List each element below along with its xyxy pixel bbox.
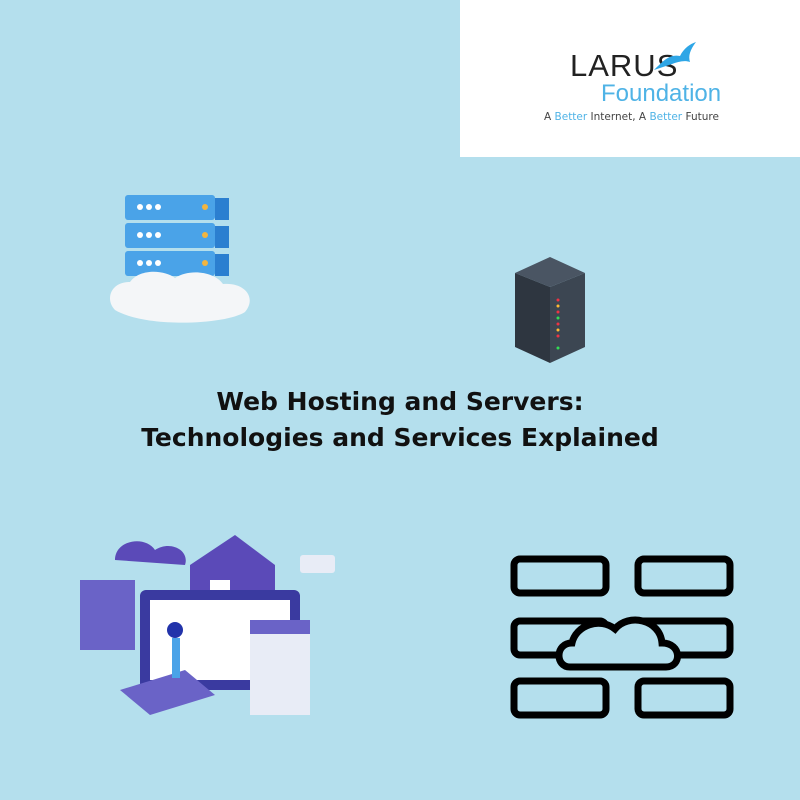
server-rack-illustration <box>515 257 585 363</box>
cloud-server-outline-icon <box>510 555 734 719</box>
web-hosting-illustration <box>80 535 335 715</box>
logo-tagline: A Better Internet, A Better Future <box>544 111 719 123</box>
logo-panel <box>460 0 800 157</box>
bird-logo-icon <box>654 42 696 70</box>
cloud-server-illustration <box>110 195 250 323</box>
page-title: Web Hosting and Servers:Technologies and… <box>141 387 659 452</box>
logo-subtitle: Foundation <box>601 80 722 107</box>
